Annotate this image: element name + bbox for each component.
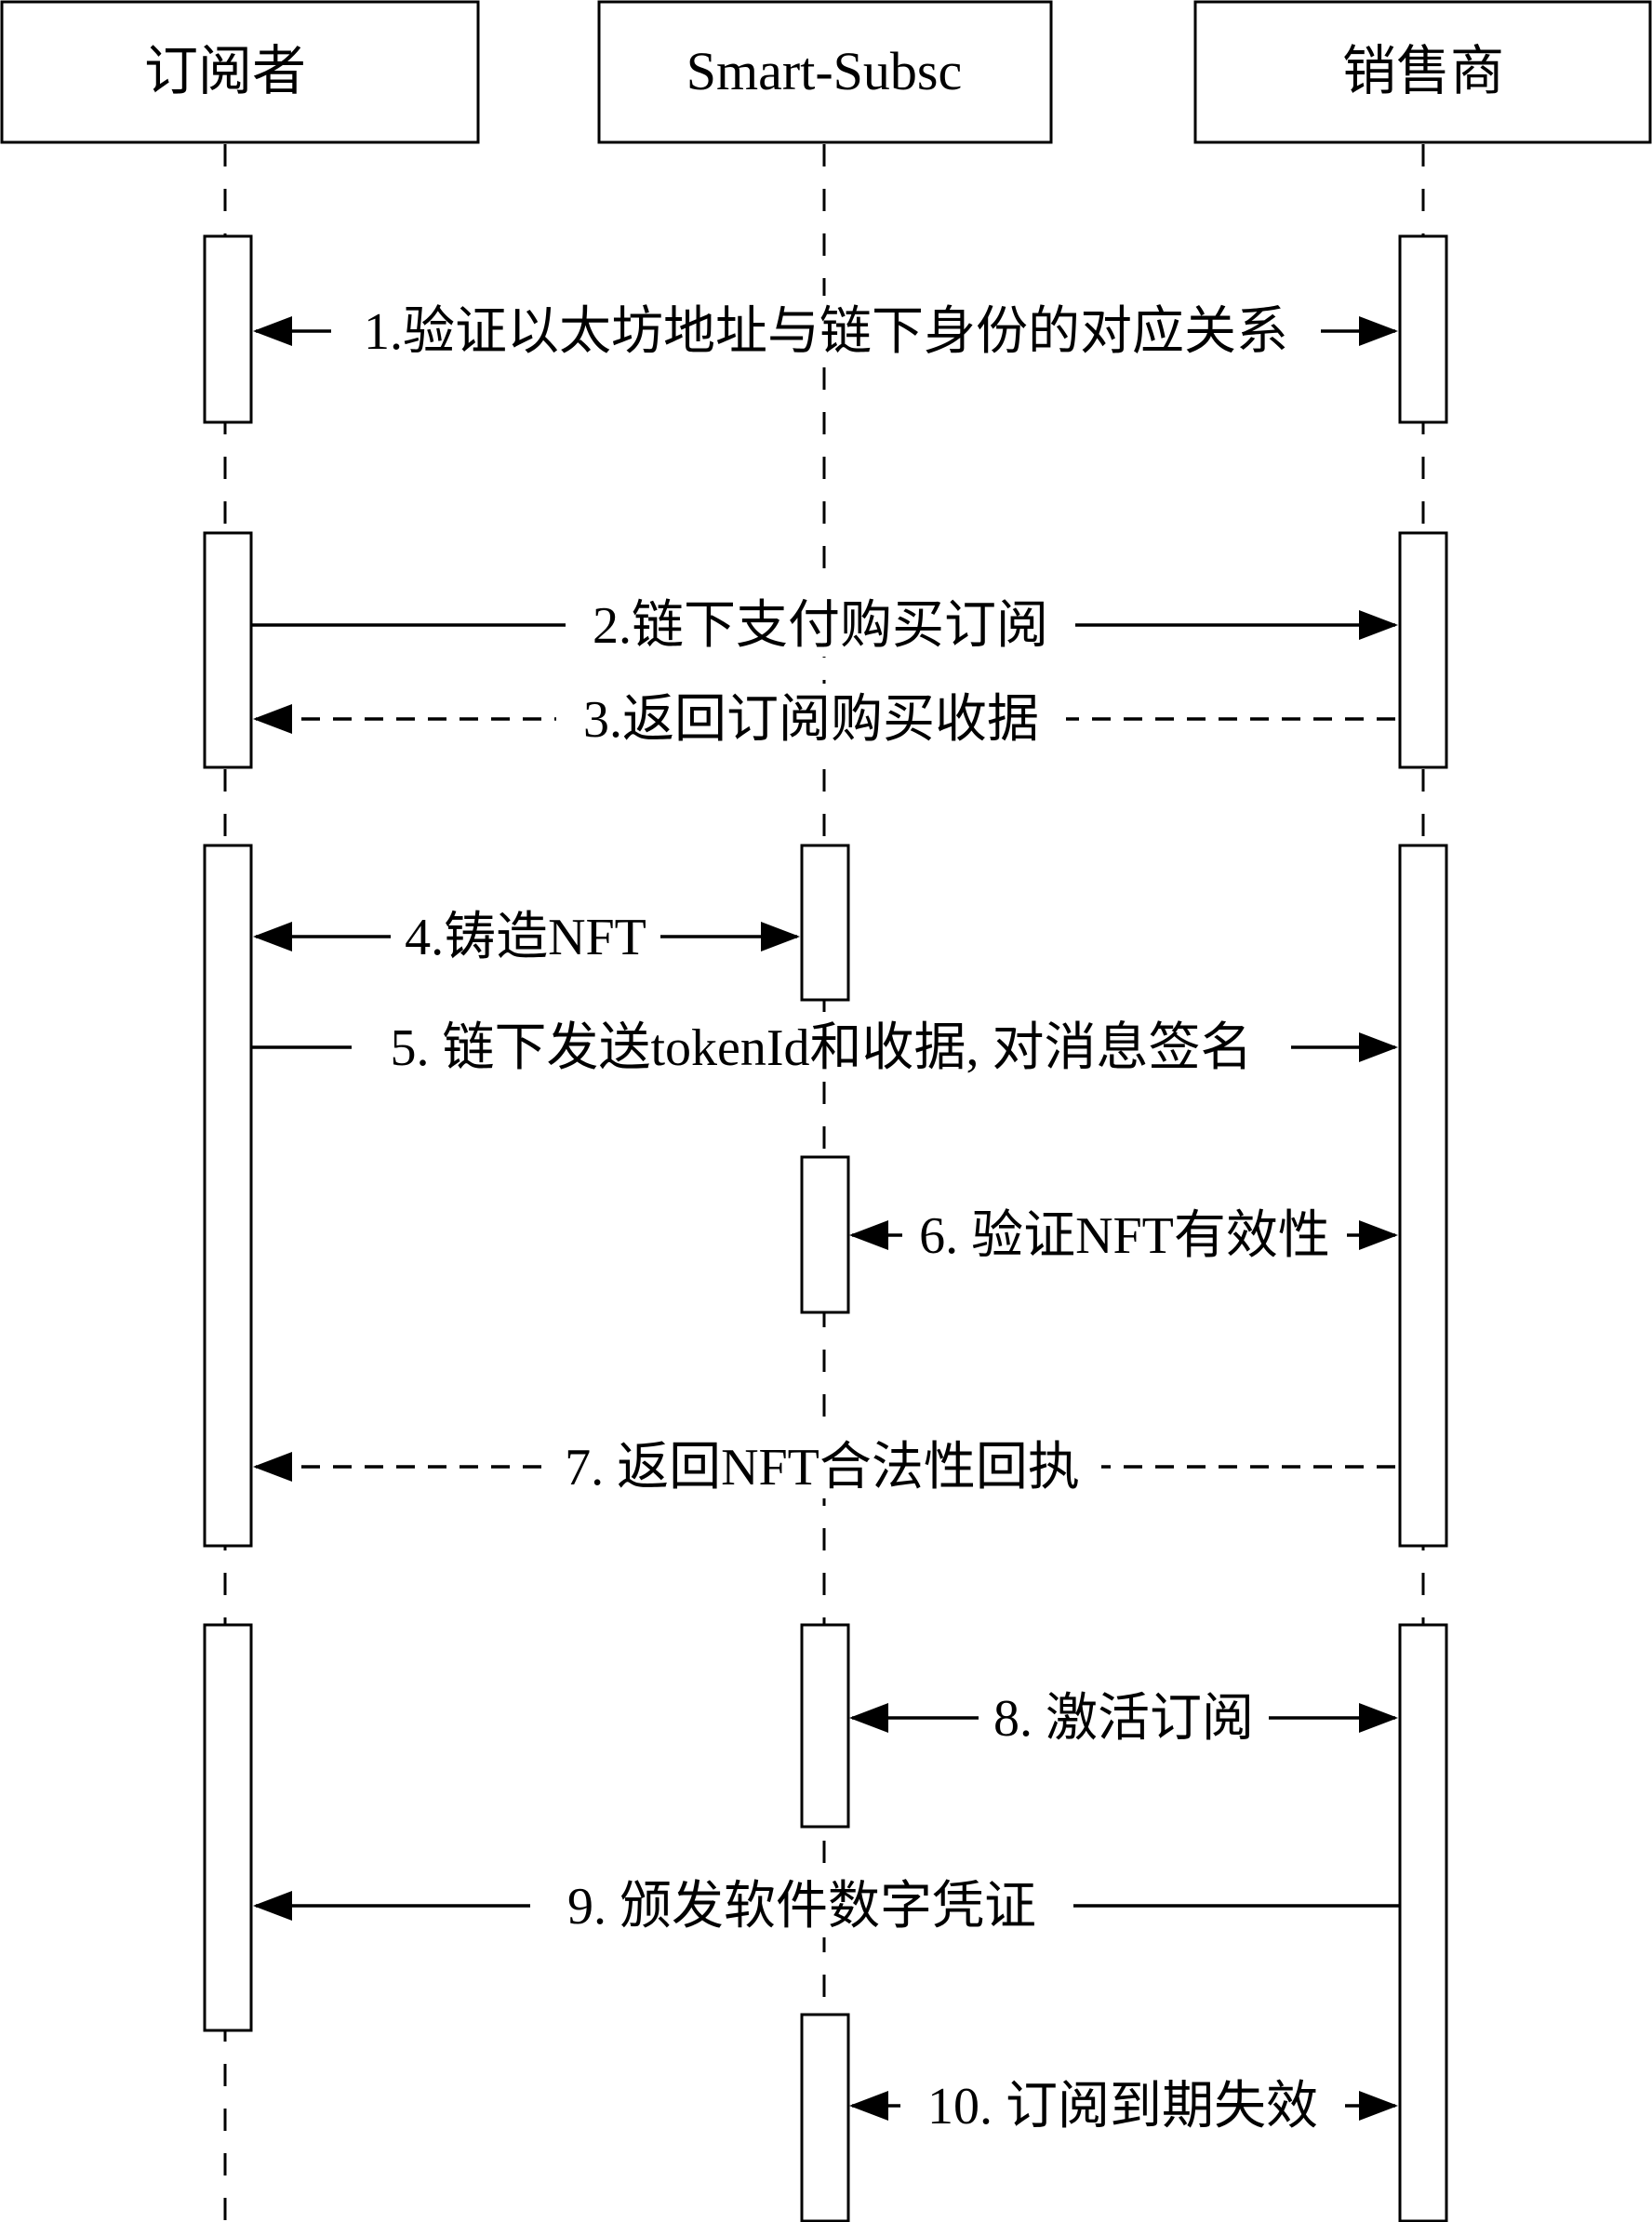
message-1-label: 1.验证以太坊地址与链下身份的对应关系 (364, 303, 1288, 361)
participant-label-vendor: 销售商 (1342, 41, 1504, 101)
message-10: 10. 订阅到期失效 (849, 2070, 1398, 2137)
message-3: 3.返回订阅购买收据 (253, 684, 1395, 751)
message-10-arrow-start (849, 2091, 888, 2121)
activation-smart-subsc-4 (800, 2013, 850, 2222)
participant-label-smart-subsc: Smart-Subsc (686, 41, 962, 101)
message-5: 5. 链下发送tokenId和收据, 对消息签名 (251, 1012, 1398, 1079)
message-2-label: 2.链下支付购买订阅 (593, 597, 1048, 655)
message-2-label-bg (566, 590, 1075, 657)
message-1-label-bg (331, 296, 1321, 363)
message-4-arrow-start (253, 922, 292, 951)
activation-vendor-2 (1398, 531, 1448, 769)
message-4-label-bg (391, 901, 660, 968)
message-4-label: 4.铸造NFT (405, 909, 646, 966)
message-8-label-bg (979, 1683, 1269, 1750)
activation-subscriber-4 (203, 1623, 253, 2032)
activation-vendor-4 (1398, 1623, 1448, 2222)
activation-subscriber-1 (203, 234, 253, 424)
message-10-label: 10. 订阅到期失效 (927, 2078, 1318, 2136)
message-5-label: 5. 链下发送tokenId和收据, 对消息签名 (390, 1019, 1252, 1077)
participant-box-vendor (1193, 0, 1652, 144)
activation-subscriber-3 (203, 844, 253, 1548)
message-3-label: 3.返回订阅购买收据 (583, 691, 1039, 749)
participant-vendor: 销售商 (1193, 0, 1652, 144)
participant-box-subscriber (0, 0, 480, 144)
message-9-label-bg (530, 1870, 1073, 1937)
message-8: 8. 激活订阅 (849, 1683, 1398, 1750)
message-2-arrow-end (1359, 610, 1398, 640)
message-8-arrow-start (849, 1703, 888, 1733)
message-7-label: 7. 返回NFT合法性回执 (565, 1439, 1080, 1497)
message-8-label: 8. 激活订阅 (993, 1690, 1254, 1748)
message-6-label-bg (902, 1200, 1347, 1267)
message-1-arrow-end (1359, 316, 1398, 346)
message-9-arrow-end (253, 1891, 292, 1921)
message-1: 1.验证以太坊地址与链下身份的对应关系 (253, 296, 1398, 363)
message-7-arrow-end (253, 1452, 292, 1482)
message-4: 4.铸造NFT (253, 901, 800, 968)
activation-vendor-1 (1398, 234, 1448, 424)
message-6: 6. 验证NFT有效性 (849, 1200, 1398, 1267)
activation-vendor-3 (1398, 844, 1448, 1548)
message-8-arrow-end (1359, 1703, 1398, 1733)
message-9-label: 9. 颁发软件数字凭证 (567, 1878, 1036, 1936)
message-10-arrow-end (1359, 2091, 1398, 2121)
message-3-label-bg (556, 684, 1066, 751)
message-9: 9. 颁发软件数字凭证 (253, 1870, 1400, 1937)
message-5-arrow-end (1359, 1032, 1398, 1062)
activation-smart-subsc-1 (800, 844, 850, 1002)
activation-smart-subsc-3 (800, 1623, 850, 1829)
message-6-label: 6. 验证NFT有效性 (919, 1207, 1330, 1265)
activation-smart-subsc-2 (800, 1155, 850, 1314)
message-1-arrow-start (253, 316, 292, 346)
participant-smart-subsc: Smart-Subsc (597, 0, 1053, 144)
message-6-arrow-end (1359, 1220, 1398, 1250)
message-7-label-bg (543, 1431, 1101, 1498)
activation-bars (203, 234, 1448, 2222)
activation-subscriber-2 (203, 531, 253, 769)
message-4-arrow-end (761, 922, 800, 951)
message-2: 2.链下支付购买订阅 (251, 590, 1398, 657)
participant-label-subscriber: 订阅者 (144, 41, 306, 101)
participant-subscriber: 订阅者 (0, 0, 480, 144)
message-3-arrow-end (253, 704, 292, 734)
message-5-label-bg (352, 1012, 1291, 1079)
message-6-arrow-start (849, 1220, 888, 1250)
participant-box-smart-subsc (597, 0, 1053, 144)
message-7: 7. 返回NFT合法性回执 (253, 1431, 1395, 1498)
messages: 1.验证以太坊地址与链下身份的对应关系 2.链下支付购买订阅 3.返回订阅购买收… (251, 296, 1400, 2137)
message-10-label-bg (900, 2070, 1345, 2137)
